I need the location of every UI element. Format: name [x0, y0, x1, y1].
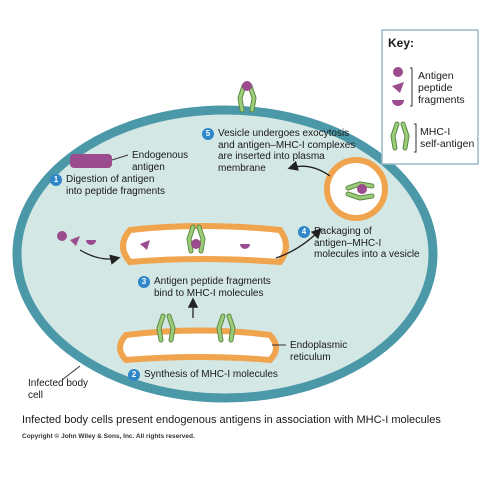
copyright-notice: Copyright © John Wiley & Sons, Inc. All … — [22, 433, 195, 440]
fragment-group — [57, 231, 96, 246]
arrow-to-vesicle — [79, 249, 121, 265]
key-title: Key: — [388, 36, 415, 50]
infected-cell-label: Infected body cell — [28, 378, 88, 401]
er-line2: reticulum — [290, 351, 331, 363]
step-5: 5 Vesicle undergoes exocytosis and antig… — [202, 128, 355, 174]
step-1-badge: 1 — [50, 174, 62, 186]
key-bracket-2 — [414, 123, 417, 153]
endoplasmic-reticulum — [117, 327, 279, 364]
endogenous-leader — [111, 154, 129, 161]
endogenous-antigen — [70, 154, 112, 168]
endogenous-line1: Endogenous — [132, 150, 189, 161]
key-mhc-label: MHC-I self-antigen — [420, 126, 474, 150]
er-line1: Endoplasmic — [290, 340, 348, 351]
step-1-line2: into peptide fragments — [66, 185, 165, 197]
key-antigen-line1: Antigen — [418, 70, 454, 82]
key-antigen-line3: fragments — [418, 94, 465, 106]
step-4: 4 Packaging of antigen–MHC-I molecules i… — [298, 226, 420, 261]
step-4-line2: antigen–MHC-I — [314, 237, 382, 249]
fragment-in-vesicle-2 — [240, 244, 250, 249]
key-antigen-circle-icon — [393, 67, 403, 77]
step-5-line2: and antigen–MHC-I complexes — [218, 139, 356, 151]
step-5-badge: 5 — [202, 128, 214, 140]
round-vesicle — [324, 157, 388, 221]
er-label: Endoplasmic reticulum — [290, 340, 347, 363]
arrow-exocytosis-step — [287, 160, 331, 177]
step-2: 2 Synthesis of MHC-I molecules — [128, 369, 278, 381]
step-3-line1: Antigen peptide fragments — [154, 276, 271, 287]
step-1: 1 Digestion of antigen into peptide frag… — [50, 174, 165, 197]
cell-line1: Infected body — [28, 378, 89, 389]
step-5-line3: are inserted into plasma — [218, 151, 325, 162]
figure-caption: Infected body cells present endogenous a… — [22, 414, 441, 426]
surface-mhc-icon — [240, 81, 254, 110]
step-3: 3 Antigen peptide fragments bind to MHC-… — [138, 276, 271, 299]
step-2-badge: 2 — [128, 369, 140, 381]
key-bracket — [410, 67, 413, 107]
key-box — [381, 29, 479, 165]
cell-line2: cell — [28, 389, 44, 401]
step-4-line1: Packaging of — [314, 226, 372, 237]
key-antigen-triangle-icon — [392, 82, 404, 93]
step-5-line1: Vesicle undergoes exocytosis — [218, 128, 350, 139]
step-3-badge: 3 — [138, 276, 150, 288]
endogenous-line2: antigen — [132, 161, 165, 173]
vesicle-mhc-icon — [189, 227, 203, 251]
step-5-line4: membrane — [218, 162, 266, 174]
step-4-line3: molecules into a vesicle — [314, 249, 420, 260]
key-antigen-line2: peptide — [418, 82, 453, 94]
step-2-line1: Synthesis of MHC-I molecules — [144, 369, 278, 380]
key-mhc-line1: MHC-I — [420, 126, 451, 138]
endogenous-antigen-label: Endogenous antigen — [132, 150, 188, 173]
key-antigen-semicircle-icon — [392, 100, 404, 106]
round-vesicle-antigen — [357, 184, 367, 194]
cell-leader — [61, 365, 81, 381]
key-mhc-line2: self-antigen — [420, 138, 475, 150]
step-4-badge: 4 — [298, 226, 310, 238]
step-1-line1: Digestion of antigen — [66, 174, 155, 185]
key-antigen-label: Antigen peptide fragments — [418, 70, 465, 106]
fragment-in-vesicle — [140, 240, 150, 250]
arrow-to-round-vesicle — [275, 228, 322, 259]
step-3-line2: bind to MHC-I molecules — [154, 287, 264, 299]
